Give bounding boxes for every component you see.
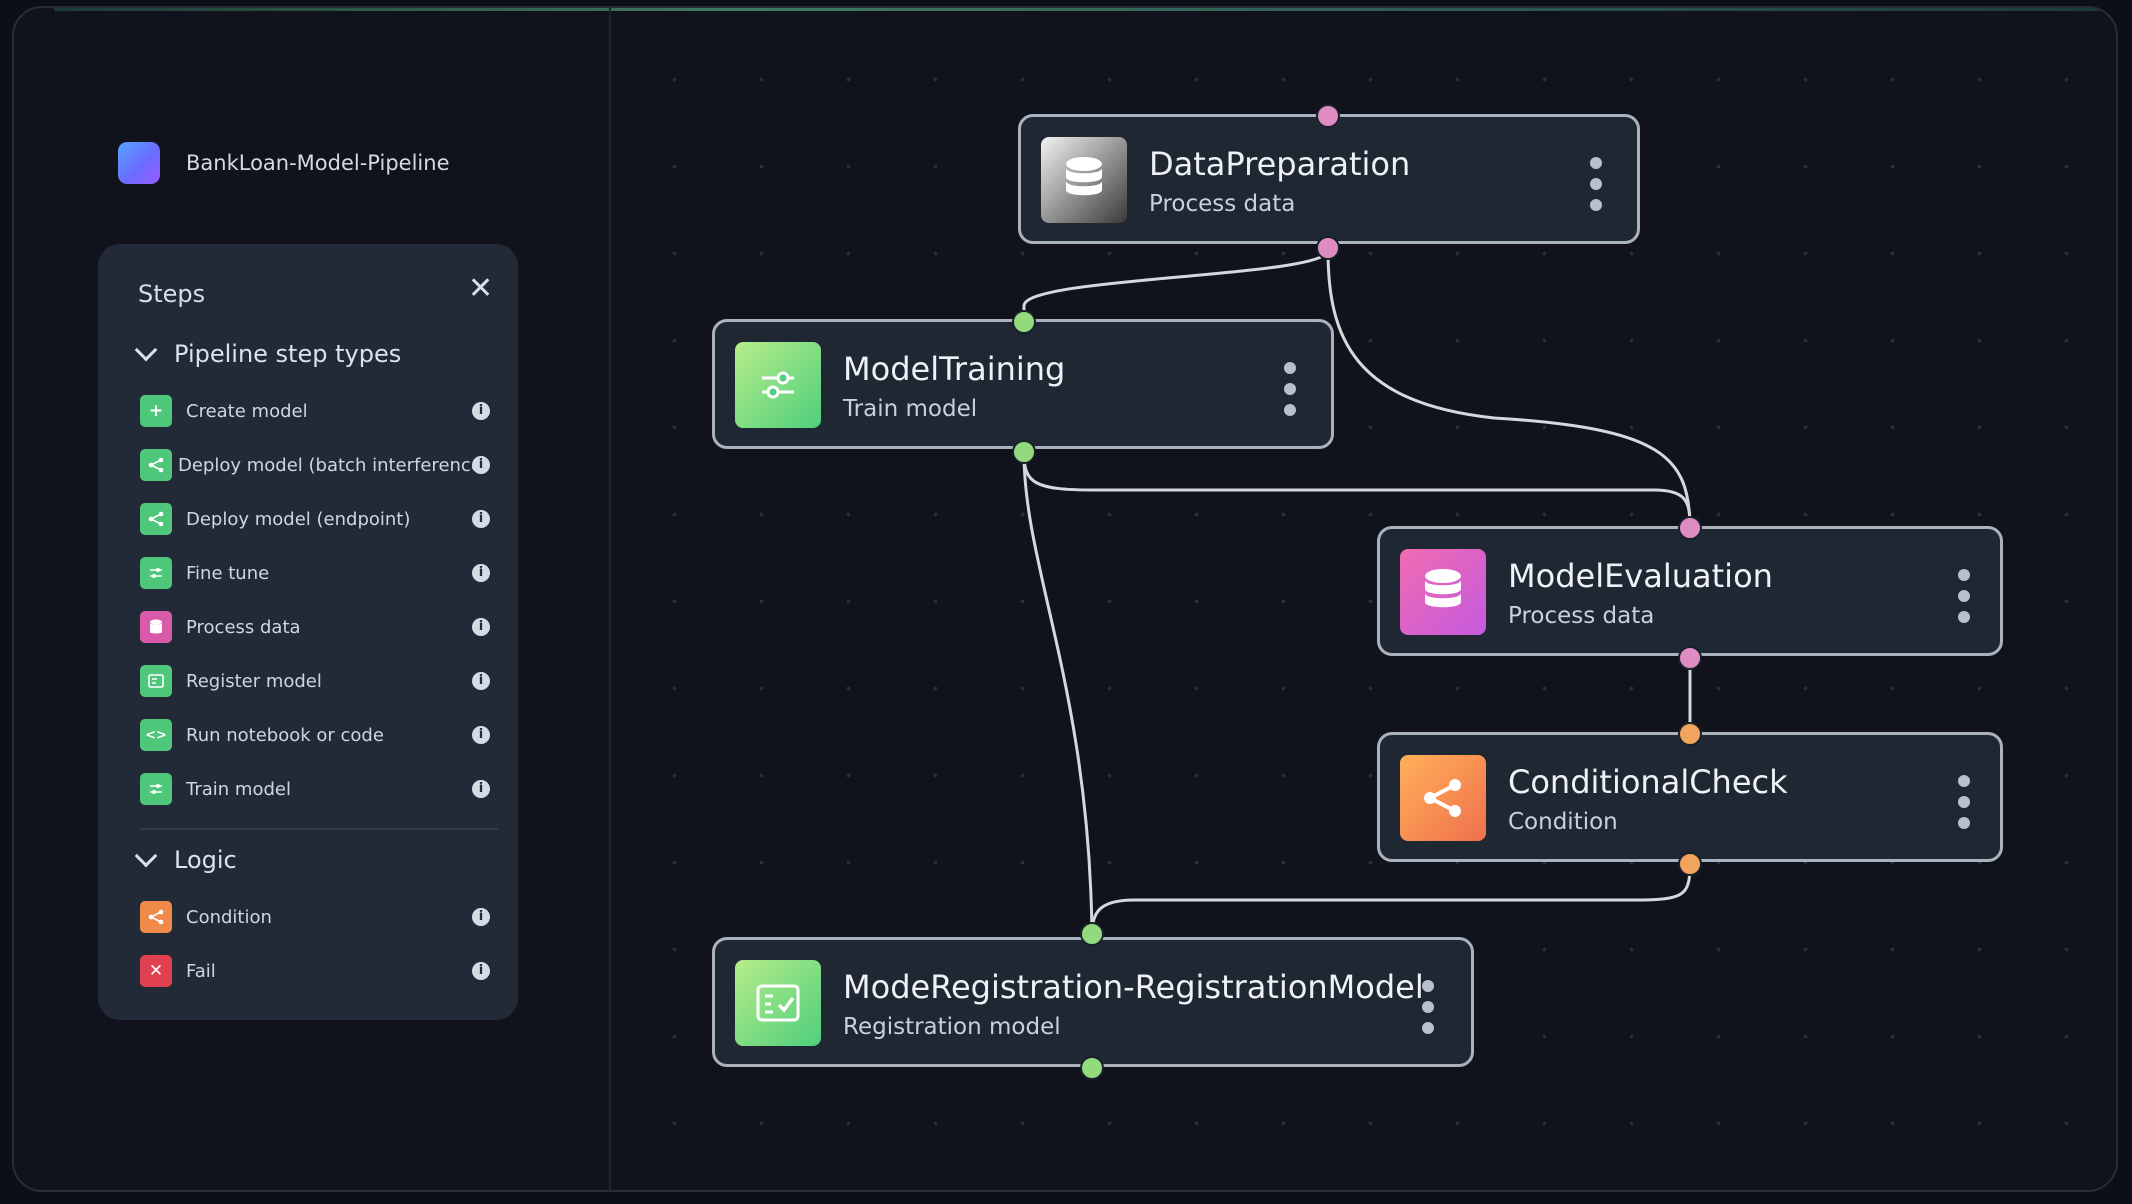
- step-item-label: Deploy model (endpoint): [186, 508, 411, 530]
- edge-conditionalcheck-to-registration: [1090, 863, 1692, 935]
- node-subtitle: Condition: [1508, 809, 1618, 835]
- group-label: Logic: [174, 846, 237, 874]
- input-port-model-evaluation[interactable]: [1678, 516, 1702, 540]
- input-port-data-preparation[interactable]: [1316, 104, 1340, 128]
- info-icon[interactable]: i: [472, 672, 490, 690]
- node-subtitle: Registration model: [843, 1014, 1061, 1040]
- node-title: ModelTraining: [843, 350, 1066, 388]
- info-icon[interactable]: i: [472, 962, 490, 980]
- more-options-icon[interactable]: [1590, 157, 1602, 211]
- share-icon: [140, 449, 172, 481]
- plus-icon: +: [140, 395, 172, 427]
- sliders-icon: [140, 773, 172, 805]
- info-icon[interactable]: i: [472, 402, 490, 420]
- node-model-evaluation[interactable]: ModelEvaluation Process data: [1377, 526, 2003, 656]
- pipeline-name: BankLoan-Model-Pipeline: [186, 151, 450, 175]
- node-subtitle: Process data: [1508, 603, 1655, 629]
- step-item-label: Run notebook or code: [186, 724, 384, 746]
- output-port-model-evaluation[interactable]: [1678, 646, 1702, 670]
- x-icon: ✕: [140, 955, 172, 987]
- input-port-model-registration[interactable]: [1080, 922, 1104, 946]
- checklist-icon: [140, 665, 172, 697]
- pipeline-header: BankLoan-Model-Pipeline: [118, 142, 450, 184]
- output-port-model-registration[interactable]: [1080, 1056, 1104, 1080]
- group-header-pipeline-step-types[interactable]: Pipeline step types: [134, 338, 402, 368]
- input-port-conditional-check[interactable]: [1678, 722, 1702, 746]
- database-icon: [1041, 137, 1127, 223]
- step-item-label: Condition: [186, 906, 272, 928]
- node-conditional-check[interactable]: ConditionalCheck Condition: [1377, 732, 2003, 862]
- database-icon: [1400, 549, 1486, 635]
- close-icon[interactable]: ✕: [468, 271, 494, 306]
- step-item-label: Process data: [186, 616, 301, 638]
- info-icon[interactable]: i: [472, 780, 490, 798]
- info-icon[interactable]: i: [472, 618, 490, 636]
- step-item-train-model[interactable]: Train model i: [140, 772, 490, 806]
- step-item-run-notebook[interactable]: <> Run notebook or code i: [140, 718, 490, 752]
- info-icon[interactable]: i: [472, 456, 490, 474]
- node-data-preparation[interactable]: DataPreparation Process data: [1018, 114, 1640, 244]
- info-icon[interactable]: i: [472, 564, 490, 582]
- step-item-register-model[interactable]: Register model i: [140, 664, 490, 698]
- step-item-label: Create model: [186, 400, 308, 422]
- step-item-label: Fine tune: [186, 562, 270, 584]
- pipeline-edges: [1022, 249, 1692, 935]
- step-item-deploy-model-endpoint[interactable]: Deploy model (endpoint) i: [140, 502, 490, 536]
- share-icon: [140, 503, 172, 535]
- pipeline-logo-icon: [118, 142, 160, 184]
- step-item-create-model[interactable]: + Create model i: [140, 394, 490, 428]
- step-item-label: Fail: [186, 960, 216, 982]
- step-item-label: Train model: [186, 778, 291, 800]
- steps-panel-title: Steps: [138, 280, 206, 308]
- info-icon[interactable]: i: [472, 510, 490, 528]
- step-item-deploy-model-batch[interactable]: Deploy model (batch interference) i: [140, 448, 490, 482]
- node-title: ModelEvaluation: [1508, 557, 1773, 595]
- node-subtitle: Train model: [843, 396, 978, 422]
- info-icon[interactable]: i: [472, 908, 490, 926]
- node-subtitle: Process data: [1149, 191, 1296, 217]
- edge-datapreparation-to-modelevaluation: [1326, 249, 1692, 525]
- panel-divider: [140, 828, 498, 830]
- step-item-process-data[interactable]: Process data i: [140, 610, 490, 644]
- code-icon: <>: [140, 719, 172, 751]
- steps-panel: Steps ✕ Pipeline step types + Create mod…: [98, 244, 518, 1020]
- output-port-data-preparation[interactable]: [1316, 236, 1340, 260]
- step-item-label: Register model: [186, 670, 322, 692]
- info-icon[interactable]: i: [472, 726, 490, 744]
- more-options-icon[interactable]: [1422, 980, 1434, 1034]
- group-header-logic[interactable]: Logic: [134, 844, 237, 874]
- input-port-model-training[interactable]: [1012, 310, 1036, 334]
- panel-splitter[interactable]: [609, 8, 611, 1190]
- sliders-icon: [735, 342, 821, 428]
- edge-modeltraining-to-modelevaluation: [1022, 452, 1692, 525]
- group-label: Pipeline step types: [174, 340, 402, 368]
- node-title: ModeRegistration-RegistrationModel: [843, 968, 1424, 1006]
- edge-modeltraining-to-registration: [1022, 452, 1094, 935]
- output-port-conditional-check[interactable]: [1678, 852, 1702, 876]
- more-options-icon[interactable]: [1958, 775, 1970, 829]
- sliders-icon: [140, 557, 172, 589]
- step-item-fail[interactable]: ✕ Fail i: [140, 954, 490, 988]
- step-item-condition[interactable]: Condition i: [140, 900, 490, 934]
- branch-icon: [1400, 755, 1486, 841]
- step-item-label: Deploy model (batch interference): [178, 454, 489, 476]
- edge-datapreparation-to-modeltraining: [1022, 249, 1330, 322]
- more-options-icon[interactable]: [1284, 362, 1296, 416]
- checklist-icon: [735, 960, 821, 1046]
- step-item-fine-tune[interactable]: Fine tune i: [140, 556, 490, 590]
- app-window: BankLoan-Model-Pipeline Steps ✕ Pipeline…: [12, 6, 2118, 1192]
- node-model-training[interactable]: ModelTraining Train model: [712, 319, 1334, 449]
- node-title: DataPreparation: [1149, 145, 1411, 183]
- output-port-model-training[interactable]: [1012, 440, 1036, 464]
- more-options-icon[interactable]: [1958, 569, 1970, 623]
- node-title: ConditionalCheck: [1508, 763, 1788, 801]
- node-model-registration[interactable]: ModeRegistration-RegistrationModel Regis…: [712, 937, 1474, 1067]
- database-icon: [140, 611, 172, 643]
- branch-icon: [140, 901, 172, 933]
